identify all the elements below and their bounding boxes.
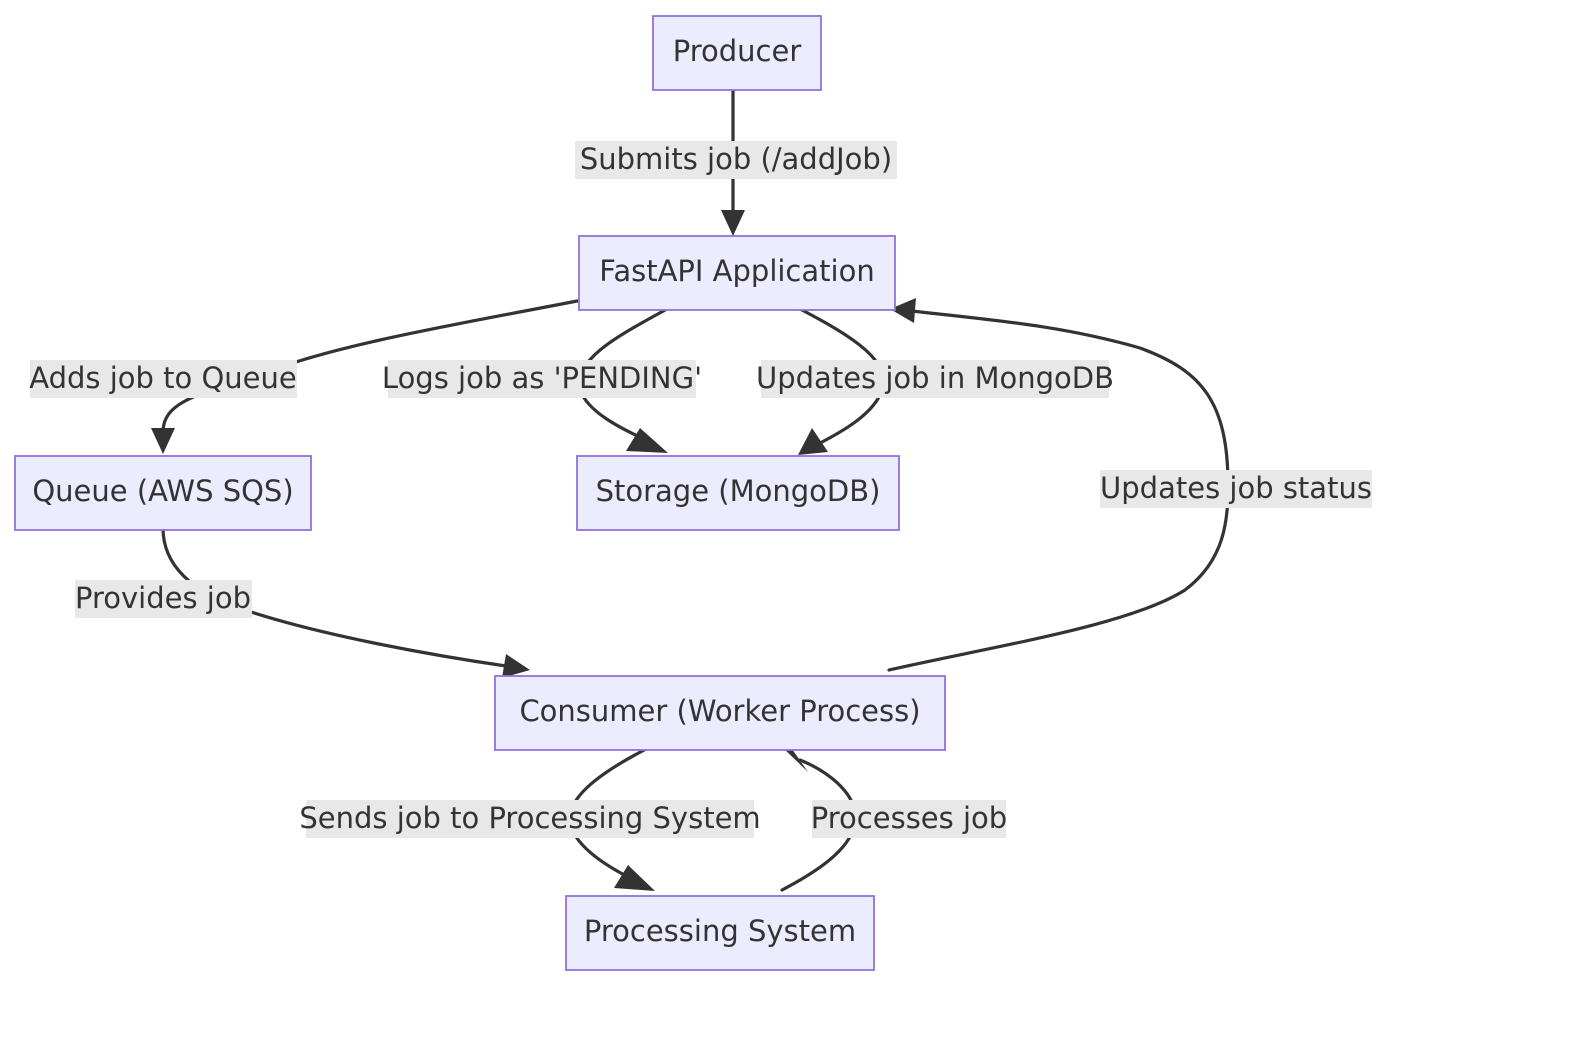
edge-label-text: Processes job [811,801,1007,835]
edge-label-text: Adds job to Queue [29,361,297,395]
arrowhead [890,298,916,323]
edge-label-provides: Provides job [75,580,252,618]
arrowhead [502,654,530,678]
node-label: FastAPI Application [599,254,874,288]
node-label: Queue (AWS SQS) [32,474,293,508]
edge-label-text: Updates job in MongoDB [756,361,1114,395]
edge-label-sends: Sends job to Processing System [299,800,761,838]
node-label: Storage (MongoDB) [596,474,881,508]
edge-label-processes: Processes job [811,800,1007,838]
edge-label-updates-status: Updates job status [1100,470,1372,508]
edge-label-text: Sends job to Processing System [299,801,760,835]
arrowhead [721,210,745,236]
edge-label-adds-to-queue: Adds job to Queue [29,360,297,398]
edge-label-text: Updates job status [1100,471,1372,505]
node-consumer: Consumer (Worker Process) [494,675,946,751]
arrowhead [614,865,655,891]
node-queue: Queue (AWS SQS) [14,455,312,531]
edge-label-text: Provides job [75,581,251,615]
arrowhead [626,428,668,453]
edge-label-updates-mongo: Updates job in MongoDB [756,360,1114,398]
edge-label-logs-pending: Logs job as 'PENDING' [382,360,702,398]
node-processing: Processing System [565,895,875,971]
node-label: Processing System [584,914,856,948]
arrowhead [151,428,175,454]
node-label: Consumer (Worker Process) [519,694,920,728]
edge-label-text: Logs job as 'PENDING' [382,361,702,395]
arrowhead [780,745,808,772]
arrowhead [798,428,828,455]
node-producer: Producer [652,15,822,91]
edge-label-submits: Submits job (/addJob) [575,141,897,179]
edge-queue-to-consumer [161,526,530,678]
node-label: Producer [673,34,802,68]
node-storage: Storage (MongoDB) [576,455,900,531]
edge-label-text: Submits job (/addJob) [580,142,892,176]
node-fastapi: FastAPI Application [578,235,896,311]
